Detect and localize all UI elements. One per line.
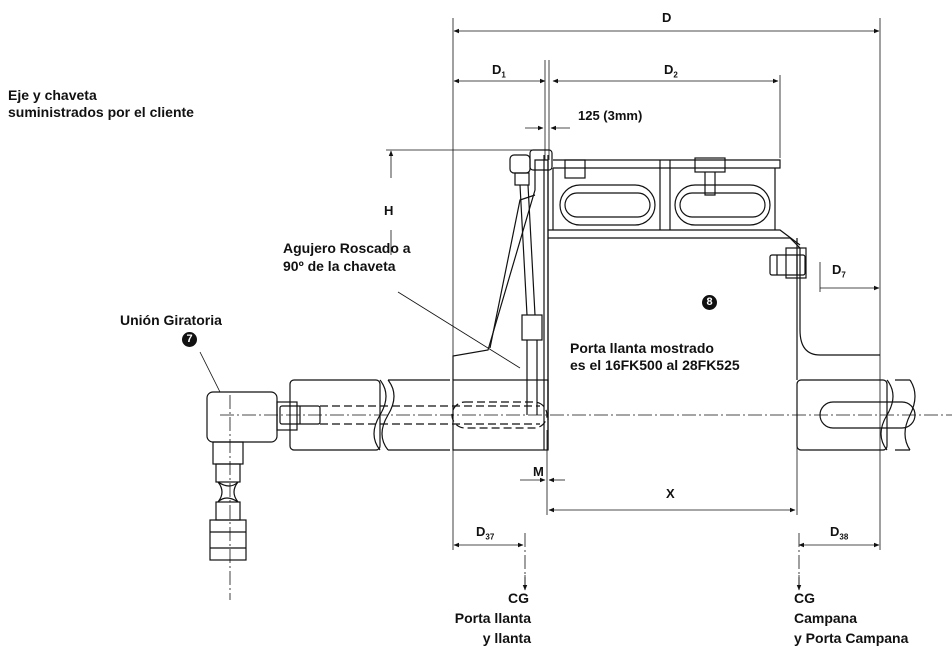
shaft-key-note-line1: Eje y chaveta [8,87,97,103]
dim-D38: D38 [830,524,849,542]
cg-drum-title: CG [794,590,815,606]
rotary-union [206,391,298,561]
rim-callout: 8 [702,295,717,310]
cg-rim-line3: y llanta [482,630,531,646]
shaft-key-slot [320,401,548,429]
dim-D7: D7 [832,262,846,280]
cg-rim-line2: Porta llanta [454,610,531,626]
threaded-hole-leader [397,291,521,369]
dimension-lines [386,18,881,550]
rim-drum [547,157,880,420]
shaft-left [279,379,450,451]
hub-right [796,238,916,451]
dim-X: X [666,486,675,501]
cg-drum-line2: Campana [794,610,858,626]
threaded-hole-note-line1: Agujero Roscado a [283,240,411,256]
threaded-hole-note-line2: 90º de la chaveta [283,258,396,274]
cg-rim-title: CG [508,590,529,606]
rotary-union-leader [199,351,221,393]
dim-D: D [662,10,672,25]
dim-M: M [533,464,544,479]
shaft-key-note-line2: suministrados por el cliente [8,104,194,120]
dim-D1: D1 [492,62,506,80]
rim-note-line2: es el 16FK500 al 28FK525 [570,357,740,373]
rim-note-line1: Porta llanta mostrado [570,340,714,356]
dim-D2: D2 [664,62,678,80]
hose [509,149,553,415]
rotary-union-callout: 7 [182,332,197,347]
dim-D37: D37 [476,524,495,542]
dim-gap: 125 (3mm) [578,108,643,123]
center-lines [220,395,952,600]
dim-H: H [384,203,394,218]
rotary-union-label: Unión Giratoria [120,312,222,328]
cg-drum-line3: y Porta Campana [794,630,909,646]
